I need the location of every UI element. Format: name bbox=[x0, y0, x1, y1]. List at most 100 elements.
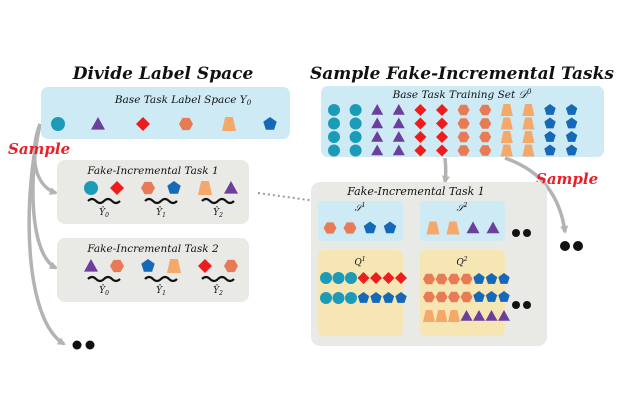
support-set-1-label: 𝒮1 bbox=[355, 202, 366, 214]
pentagon-icon bbox=[565, 117, 578, 129]
pentagon-icon bbox=[565, 144, 578, 156]
trapezoid-icon bbox=[500, 131, 513, 143]
training-grid bbox=[328, 104, 578, 157]
hexagon-icon bbox=[110, 259, 124, 273]
right-ellipsis-dots-icon bbox=[560, 241, 583, 251]
pentagon-icon bbox=[141, 259, 155, 272]
pentagon-icon bbox=[485, 291, 498, 302]
hexagon-icon bbox=[141, 181, 155, 195]
brace-icon bbox=[201, 275, 235, 283]
brace-icon bbox=[87, 197, 121, 205]
trapezoid-icon bbox=[198, 181, 212, 195]
trapezoid-icon bbox=[500, 117, 513, 130]
support-set-1-panel bbox=[318, 201, 403, 241]
triangle-icon bbox=[224, 181, 238, 194]
pentagon-icon bbox=[498, 273, 510, 284]
brace-icon bbox=[144, 275, 178, 283]
pentagon-icon bbox=[565, 104, 578, 115]
left-sample-label: Sample bbox=[8, 140, 70, 158]
circle-icon bbox=[328, 117, 340, 130]
circle-icon bbox=[328, 131, 340, 143]
diamond-icon bbox=[436, 131, 448, 143]
circle-icon bbox=[332, 272, 345, 284]
hexagon-icon bbox=[423, 291, 435, 303]
diamond-icon bbox=[357, 272, 370, 284]
right-arrows bbox=[442, 156, 569, 234]
circle-icon bbox=[328, 144, 340, 157]
triangle-icon bbox=[371, 104, 384, 115]
hat-label: Ŷ0 bbox=[99, 284, 109, 297]
pentagon-icon bbox=[544, 117, 556, 129]
triangle-icon bbox=[485, 310, 498, 321]
query-ellipsis-dots-icon bbox=[512, 301, 531, 309]
pentagon-icon bbox=[395, 292, 407, 303]
left-task2-title: Fake-Incremental Task 2 bbox=[86, 243, 219, 255]
base-label-space-title: Base Task Label Space Y0 bbox=[114, 94, 252, 107]
diamond-icon bbox=[436, 117, 448, 130]
circle-icon bbox=[84, 181, 98, 195]
triangle-icon bbox=[91, 117, 105, 130]
trapezoid-icon bbox=[522, 104, 535, 116]
divide-title: Divide Label Space bbox=[72, 64, 254, 84]
pentagon-icon bbox=[544, 144, 556, 156]
left-arrows bbox=[27, 123, 66, 346]
base-training-set-title: Base Task Training Set 𝒟0 bbox=[392, 88, 532, 101]
support-set-2-label: 𝒮2 bbox=[457, 202, 468, 214]
pentagon-icon bbox=[498, 291, 510, 302]
triangle-icon bbox=[466, 221, 480, 234]
hexagon-icon bbox=[479, 118, 492, 129]
query-set-1-label: Q1 bbox=[354, 256, 365, 268]
trapezoid-icon bbox=[167, 259, 181, 273]
hexagon-icon bbox=[457, 104, 470, 116]
trapezoid-icon bbox=[423, 310, 435, 322]
diamond-icon bbox=[110, 181, 124, 195]
left-task1-shapes bbox=[84, 181, 238, 195]
hexagon-icon bbox=[224, 259, 238, 273]
hexagon-icon bbox=[448, 273, 460, 285]
circle-icon bbox=[349, 117, 362, 130]
hexagon-icon bbox=[457, 145, 470, 156]
triangle-icon bbox=[498, 310, 510, 321]
pentagon-icon bbox=[473, 291, 485, 302]
trapezoid-icon bbox=[522, 117, 535, 130]
hat-label: Ŷ0 bbox=[99, 206, 109, 219]
triangle-icon bbox=[392, 117, 405, 129]
hexagon-icon bbox=[460, 291, 473, 303]
brace-icon bbox=[87, 275, 121, 283]
circle-icon bbox=[328, 104, 340, 116]
hat-label: Ŷ2 bbox=[213, 284, 223, 297]
base-label-shapes bbox=[51, 117, 277, 131]
pentagon-icon bbox=[382, 292, 395, 303]
circle-icon bbox=[320, 292, 332, 304]
diamond-icon bbox=[395, 272, 407, 284]
base-training-set-text: Base Task Training Set bbox=[392, 89, 516, 101]
pentagon-icon bbox=[565, 131, 578, 142]
diamond-icon bbox=[370, 272, 382, 284]
triangle-icon bbox=[392, 104, 405, 115]
left-task2-shapes bbox=[84, 259, 238, 273]
pentagon-icon bbox=[167, 181, 181, 194]
hexagon-icon bbox=[479, 104, 492, 116]
support-shapes bbox=[323, 221, 500, 235]
circle-icon bbox=[51, 117, 65, 131]
circle-icon bbox=[320, 272, 332, 284]
diamond-icon bbox=[414, 131, 427, 143]
triangle-icon bbox=[371, 144, 384, 156]
pentagon-icon bbox=[544, 104, 556, 115]
left-task2-panel bbox=[57, 238, 249, 302]
pentagon-icon bbox=[357, 292, 370, 303]
circle-icon bbox=[349, 144, 362, 157]
support-ellipsis-dots-icon bbox=[512, 229, 531, 237]
hat-label: Ŷ1 bbox=[156, 206, 166, 219]
pentagon-icon bbox=[473, 273, 485, 284]
hexagon-icon bbox=[457, 118, 470, 129]
trapezoid-icon bbox=[522, 144, 535, 157]
circle-icon bbox=[345, 272, 357, 284]
right-sample-label: Sample bbox=[536, 170, 598, 188]
trapezoid-icon bbox=[500, 104, 513, 116]
triangle-icon bbox=[473, 310, 485, 321]
pentagon-icon bbox=[383, 221, 397, 234]
